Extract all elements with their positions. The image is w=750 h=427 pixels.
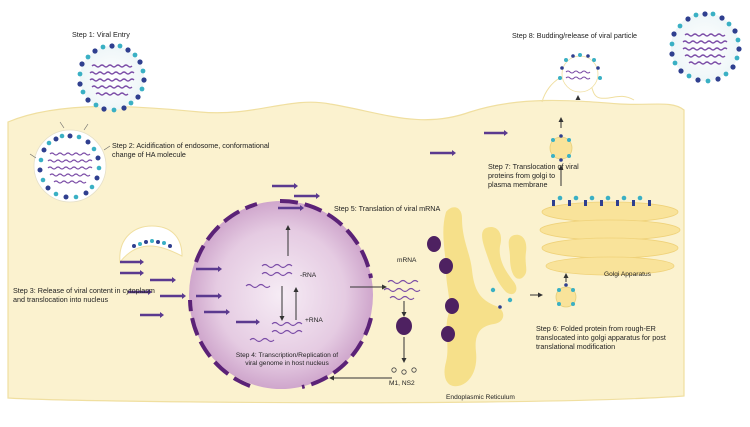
er-tubule-right xyxy=(508,234,527,279)
step3-label: Step 3: Release of viral content in cyto… xyxy=(13,286,155,304)
transport-vesicle-step6 xyxy=(555,283,577,308)
endocytic-cup xyxy=(119,225,183,264)
viral-content-cup xyxy=(132,239,172,248)
neg-rna-label: -RNA xyxy=(300,272,317,279)
budding-virion xyxy=(558,53,602,93)
golgi-apparatus xyxy=(539,201,681,276)
virion-step1 xyxy=(77,43,147,113)
viral-rna-strands xyxy=(245,263,421,343)
endoplasmic-reticulum xyxy=(443,207,504,387)
er-label: Endoplasmic Reticulum xyxy=(446,394,515,401)
step6-label: Step 6: Folded protein from rough-ER tra… xyxy=(536,324,666,351)
step5-label: Step 5: Translation of viral mRNA xyxy=(334,204,441,213)
step2-label: Step 2: Acidification of endosome, confo… xyxy=(112,141,270,159)
virion-released xyxy=(669,11,742,84)
er-tubule xyxy=(482,226,517,295)
rnp-transport-arrowheads xyxy=(140,130,508,325)
nucleus xyxy=(188,198,373,389)
step8-label: Step 8: Budding/release of viral particl… xyxy=(512,31,638,40)
mrna-label: mRNA xyxy=(397,257,417,264)
pos-rna-label: +RNA xyxy=(305,317,323,324)
golgi-label: Golgi Apparatus xyxy=(604,271,651,278)
ribosomes xyxy=(396,236,459,342)
er-vesicle-proteins xyxy=(490,287,513,309)
process-arrows xyxy=(279,95,581,381)
step4-label: Step 4: Transcription/Replication of vir… xyxy=(235,352,339,367)
rnp-transport-arrows xyxy=(120,131,504,324)
step1-label: Step 1: Viral Entry xyxy=(72,30,130,39)
transport-vesicle-step7 xyxy=(549,134,573,162)
m1-ns2-label: M1, NS2 xyxy=(389,380,415,387)
golgi-glycoproteins xyxy=(552,195,651,206)
virion-step2 xyxy=(29,121,111,203)
step7-label: Step 7: Translocation of viral proteins … xyxy=(488,162,579,189)
m1-ns2-proteins xyxy=(391,367,417,375)
